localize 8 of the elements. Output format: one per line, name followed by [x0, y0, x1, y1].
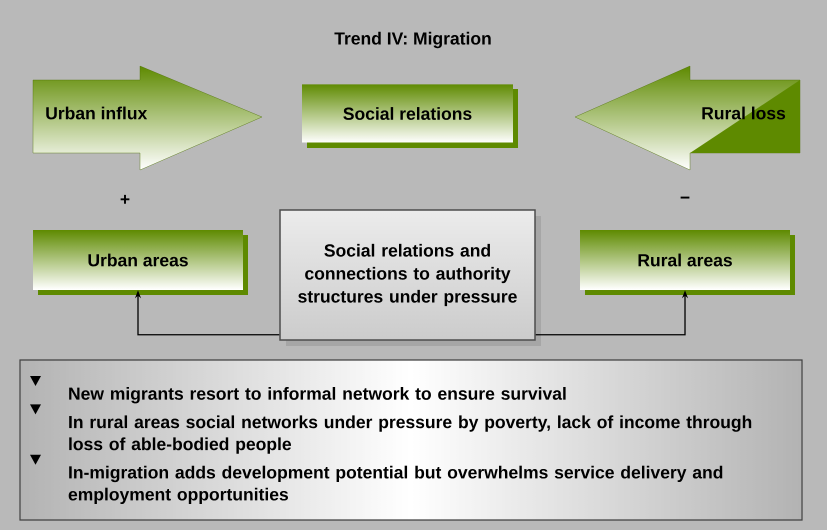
process-box: Social relations: [302, 84, 518, 148]
sign-label: +: [120, 194, 130, 204]
process-box: Urban areas: [33, 230, 248, 295]
process-box: Rural areas: [580, 230, 795, 295]
title: Trend IV: Migration: [334, 32, 491, 48]
note-box: New migrants resort to informal network to ensure survival In rural areas social networks under pressure by poverty, lack of income through loss of able-bodied people In-migration adds development potential but overwhelms service delivery and employment opportunities: [19, 359, 803, 521]
sign-label: −: [680, 196, 690, 199]
process-box: Social relations and connections to authority structures under pressure: [279, 209, 541, 346]
